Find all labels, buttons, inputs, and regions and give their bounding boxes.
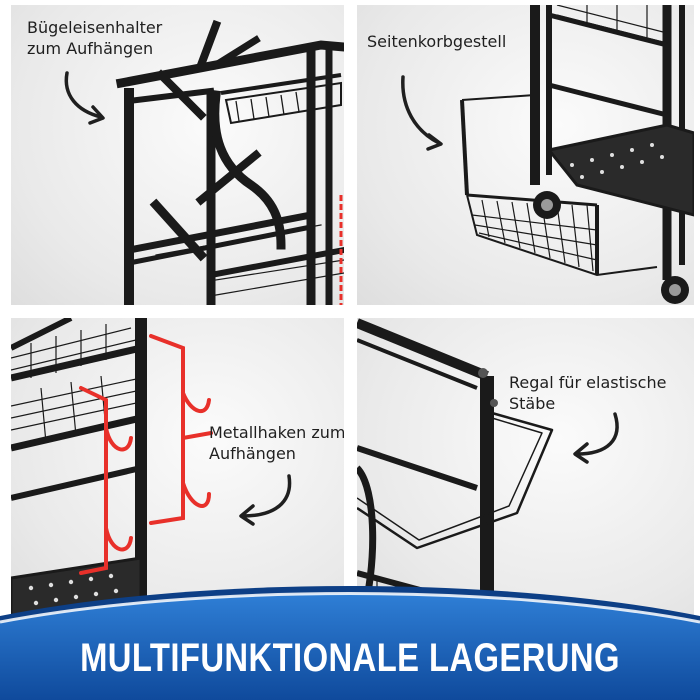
banner	[0, 566, 700, 700]
caption-metal-hooks: Metallhaken zum Aufhängen	[209, 422, 344, 464]
panel-side-basket: Seitenkorbgestell	[357, 5, 694, 305]
caption-line-2: Aufhängen	[209, 444, 296, 463]
caption-line-1: Seitenkorbgestell	[367, 32, 507, 51]
banner-background	[0, 586, 700, 700]
panel-iron-holder: Bügeleisenhalter zum Aufhängen	[11, 5, 344, 305]
caption-line-2: Stäbe	[509, 394, 556, 413]
curved-arrow-icon	[64, 71, 105, 125]
caption-line-1: Bügeleisenhalter	[27, 18, 163, 37]
curved-arrow-icon	[573, 412, 619, 464]
caption-elastic-rack: Regal für elastische Stäbe	[509, 372, 666, 414]
panel-metal-hooks: Metallhaken zum Aufhängen	[11, 318, 344, 618]
caption-side-basket: Seitenkorbgestell	[367, 31, 506, 52]
side-basket-illustration	[460, 5, 694, 304]
iron-holder-illustration	[115, 19, 344, 305]
caption-iron-holder: Bügeleisenhalter zum Aufhängen	[27, 17, 162, 59]
caption-line-1: Metallhaken zum	[209, 423, 344, 442]
curved-arrow-icon	[239, 474, 292, 526]
curved-arrow-icon	[401, 75, 443, 151]
caption-line-2: zum Aufhängen	[27, 39, 154, 58]
metal-hooks-illustration	[11, 318, 213, 618]
caption-line-1: Regal für elastische	[509, 373, 667, 392]
banner-title: MULTIFUNKTIONALE LAGERUNG	[80, 636, 620, 680]
